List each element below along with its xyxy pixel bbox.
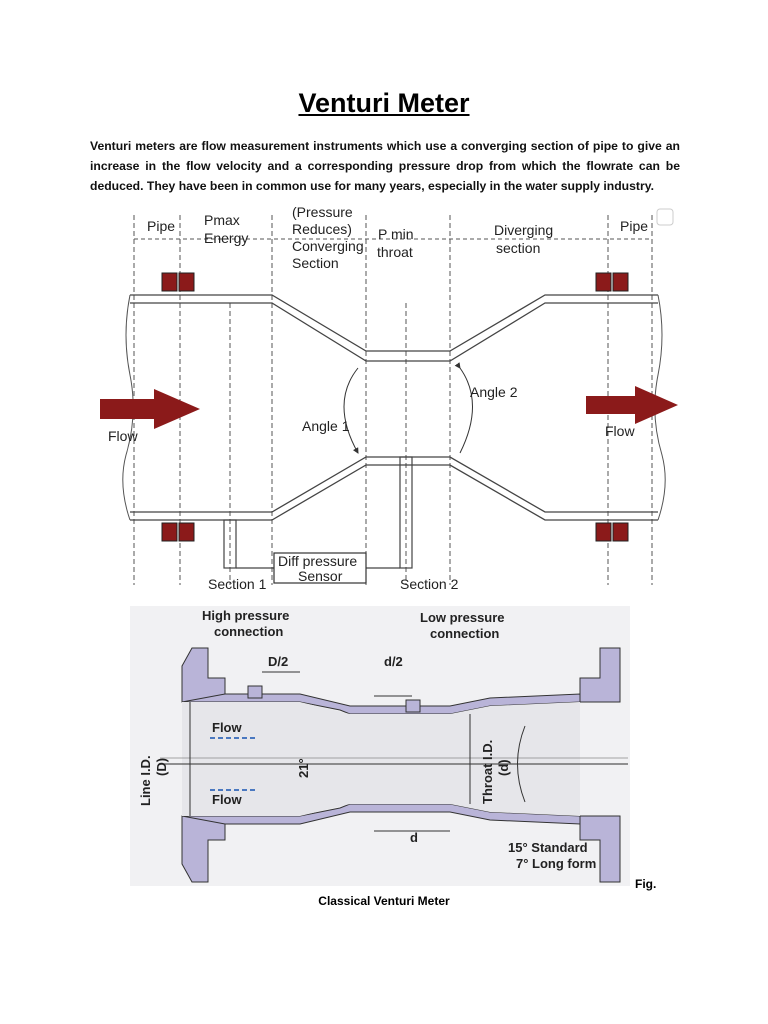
label-section1: Section 1 [208, 576, 267, 592]
sensor-box [273, 552, 367, 584]
label-standard: 15° Standard [508, 840, 588, 855]
venturi-schematic: Pipe Pmax Energy (Pressure Reduces) Conv… [100, 204, 678, 592]
label-section: Section [292, 255, 339, 271]
high-tap [247, 685, 263, 699]
expand-icon[interactable] [656, 208, 674, 226]
label-diverging-section: section [496, 240, 540, 256]
label-converging: Converging [292, 238, 364, 254]
label-pmax: Pmax [204, 212, 240, 228]
label-angle2: Angle 2 [470, 384, 518, 400]
label-line-id: Line I.D. [138, 755, 153, 806]
label-throat: throat [377, 244, 413, 260]
flow-arrow-right [586, 386, 678, 424]
intro-paragraph: Venturi meters are flow measurement inst… [90, 139, 680, 193]
flanges [181, 647, 621, 883]
page-title: Venturi Meter [298, 88, 470, 118]
label-throat-id: Throat I.D. [480, 740, 495, 804]
label-low-connection: connection [430, 626, 499, 641]
pipe-upper-inner [130, 302, 658, 362]
label-diverging: Diverging [494, 222, 553, 238]
classical-venturi-diagram: High pressure connection Low pressure co… [130, 606, 630, 886]
pressure-taps [223, 456, 413, 569]
dimension-lines [189, 671, 526, 832]
label-sensor: Sensor [298, 568, 343, 584]
label-angle1: Angle 1 [302, 418, 350, 434]
flow-arrow-left [100, 389, 200, 429]
fig-label: Fig. [635, 877, 657, 891]
label-pipe-left: Pipe [147, 218, 175, 234]
label-low-pressure: Low pressure [420, 610, 505, 625]
figure-caption: Classical Venturi Meter [318, 894, 450, 908]
label-pressure: (Pressure [292, 204, 353, 220]
label-line-id-d: (D) [154, 758, 169, 776]
label-longform: 7° Long form [516, 856, 596, 871]
low-tap [405, 699, 421, 713]
label-flow-2: Flow [212, 792, 242, 807]
label-diff-pressure: Diff pressure [278, 553, 357, 569]
upper-wall [181, 693, 581, 715]
label-flow-right: Flow [605, 423, 635, 439]
label-high-pressure: High pressure [202, 608, 289, 623]
label-high-connection: connection [214, 624, 283, 639]
pipe-lower-outer [130, 464, 658, 521]
angle2-arc [454, 362, 473, 454]
pipe-upper-outer [130, 294, 658, 352]
label-pipe-right: Pipe [620, 218, 648, 234]
flange-blocks [161, 272, 629, 542]
label-energy: Energy [204, 230, 248, 246]
label-throat-id-d: (d) [496, 759, 511, 776]
label-angle21: 21° [296, 758, 311, 778]
label-section2: Section 2 [400, 576, 459, 592]
label-D2: D/2 [268, 654, 288, 669]
label-reduces: Reduces) [292, 221, 352, 237]
label-flow-left: Flow [108, 428, 138, 444]
label-pmin: P min [378, 226, 414, 242]
lower-wall [181, 803, 581, 825]
label-flow-1: Flow [212, 720, 242, 735]
label-d2: d/2 [384, 654, 403, 669]
flow-passage [182, 702, 580, 816]
section-guides [133, 215, 653, 585]
angle1-arc [343, 367, 359, 454]
label-d: d [410, 830, 418, 845]
